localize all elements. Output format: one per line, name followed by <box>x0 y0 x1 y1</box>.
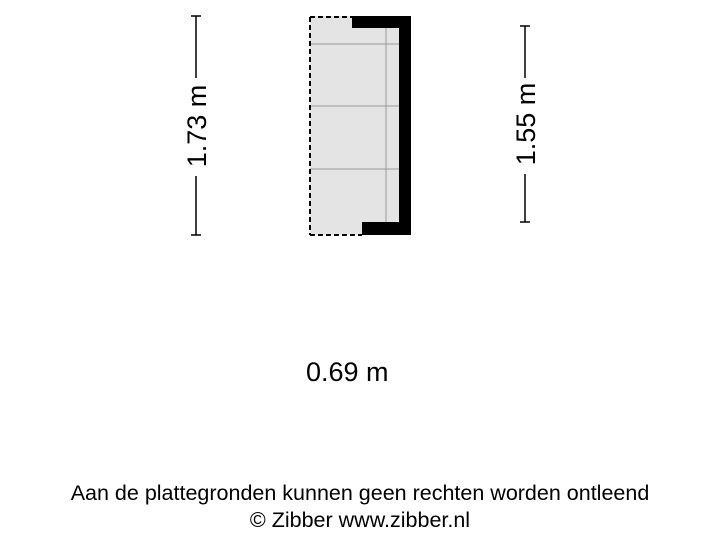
right-height-label: 1.55 m <box>511 83 541 166</box>
open-side-outline <box>309 16 362 236</box>
disclaimer-text: Aan de plattegronden kunnen geen rechten… <box>70 481 650 505</box>
copyright-text: © Zibber www.zibber.nl <box>249 508 471 532</box>
width-label: 0.69 m <box>306 357 389 387</box>
room-floor <box>310 16 399 235</box>
tile-grid <box>310 16 399 222</box>
exterior-wall <box>352 16 411 235</box>
right-height-dimension <box>520 25 530 223</box>
left-height-dimension <box>191 15 201 236</box>
left-height-label: 1.73 m <box>182 85 212 168</box>
footer: Aan de plattegronden kunnen geen rechten… <box>0 480 720 534</box>
